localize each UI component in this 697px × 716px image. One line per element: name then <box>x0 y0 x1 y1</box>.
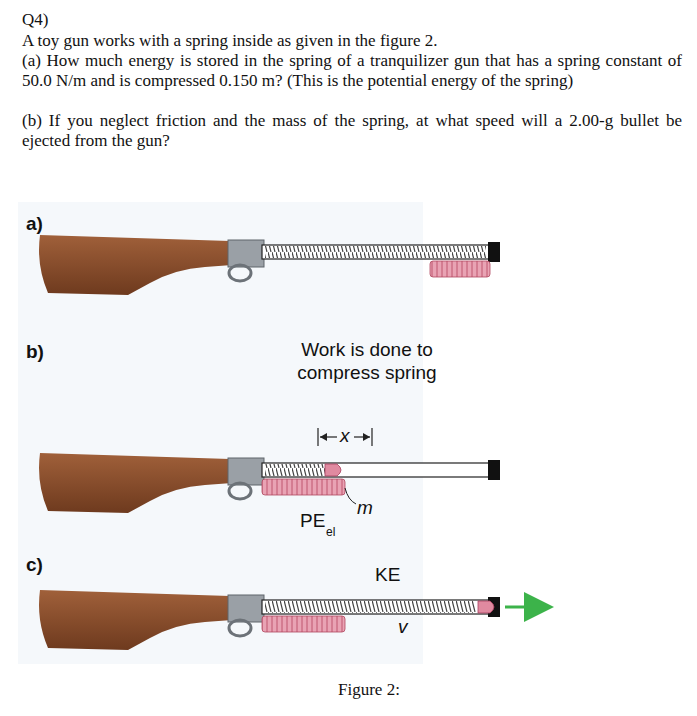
question-text: (a) How much energy is stored in the spr… <box>22 51 682 91</box>
velocity-arrow <box>505 606 548 609</box>
figure-caption: Figure 2: <box>338 680 458 700</box>
figure-label: KE <box>375 563 415 586</box>
receiver <box>228 458 264 485</box>
barrel-cap <box>488 242 500 262</box>
figure-label: el <box>326 521 346 544</box>
figure-label: v <box>398 615 414 638</box>
figure-panel <box>18 202 423 664</box>
spring-coil <box>265 246 486 258</box>
receiver <box>228 595 264 622</box>
gun-stock <box>39 590 232 650</box>
receiver <box>228 240 264 267</box>
barrel-cap <box>488 460 500 480</box>
dart <box>478 601 494 613</box>
question-number: Q4) <box>22 10 102 30</box>
figure-label: Work is done to compress spring <box>292 338 442 384</box>
figure-label: PE <box>300 509 330 532</box>
figure-label: m <box>357 496 377 519</box>
spring-coil <box>265 601 476 613</box>
trigger-guard <box>229 265 251 281</box>
trigger-guard <box>229 483 251 499</box>
spring-coil <box>265 464 325 476</box>
gun-stock <box>39 453 232 513</box>
barrel <box>262 463 490 477</box>
figure-label: b) <box>26 340 66 363</box>
barrel <box>262 245 490 259</box>
question-text: (b) If you neglect friction and the mass… <box>22 111 682 151</box>
trigger-guard <box>229 620 251 636</box>
ribbed-cylinder <box>430 261 490 277</box>
barrel <box>262 600 490 614</box>
dart <box>325 464 341 476</box>
question-text: A toy gun works with a spring inside as … <box>22 31 682 51</box>
figure-label: x <box>340 424 354 447</box>
figure-label: c) <box>26 553 66 576</box>
gun-stock <box>39 235 232 295</box>
ribbed-cylinder <box>262 616 345 632</box>
ribbed-cylinder <box>262 479 345 495</box>
figure-label: a) <box>26 212 66 235</box>
